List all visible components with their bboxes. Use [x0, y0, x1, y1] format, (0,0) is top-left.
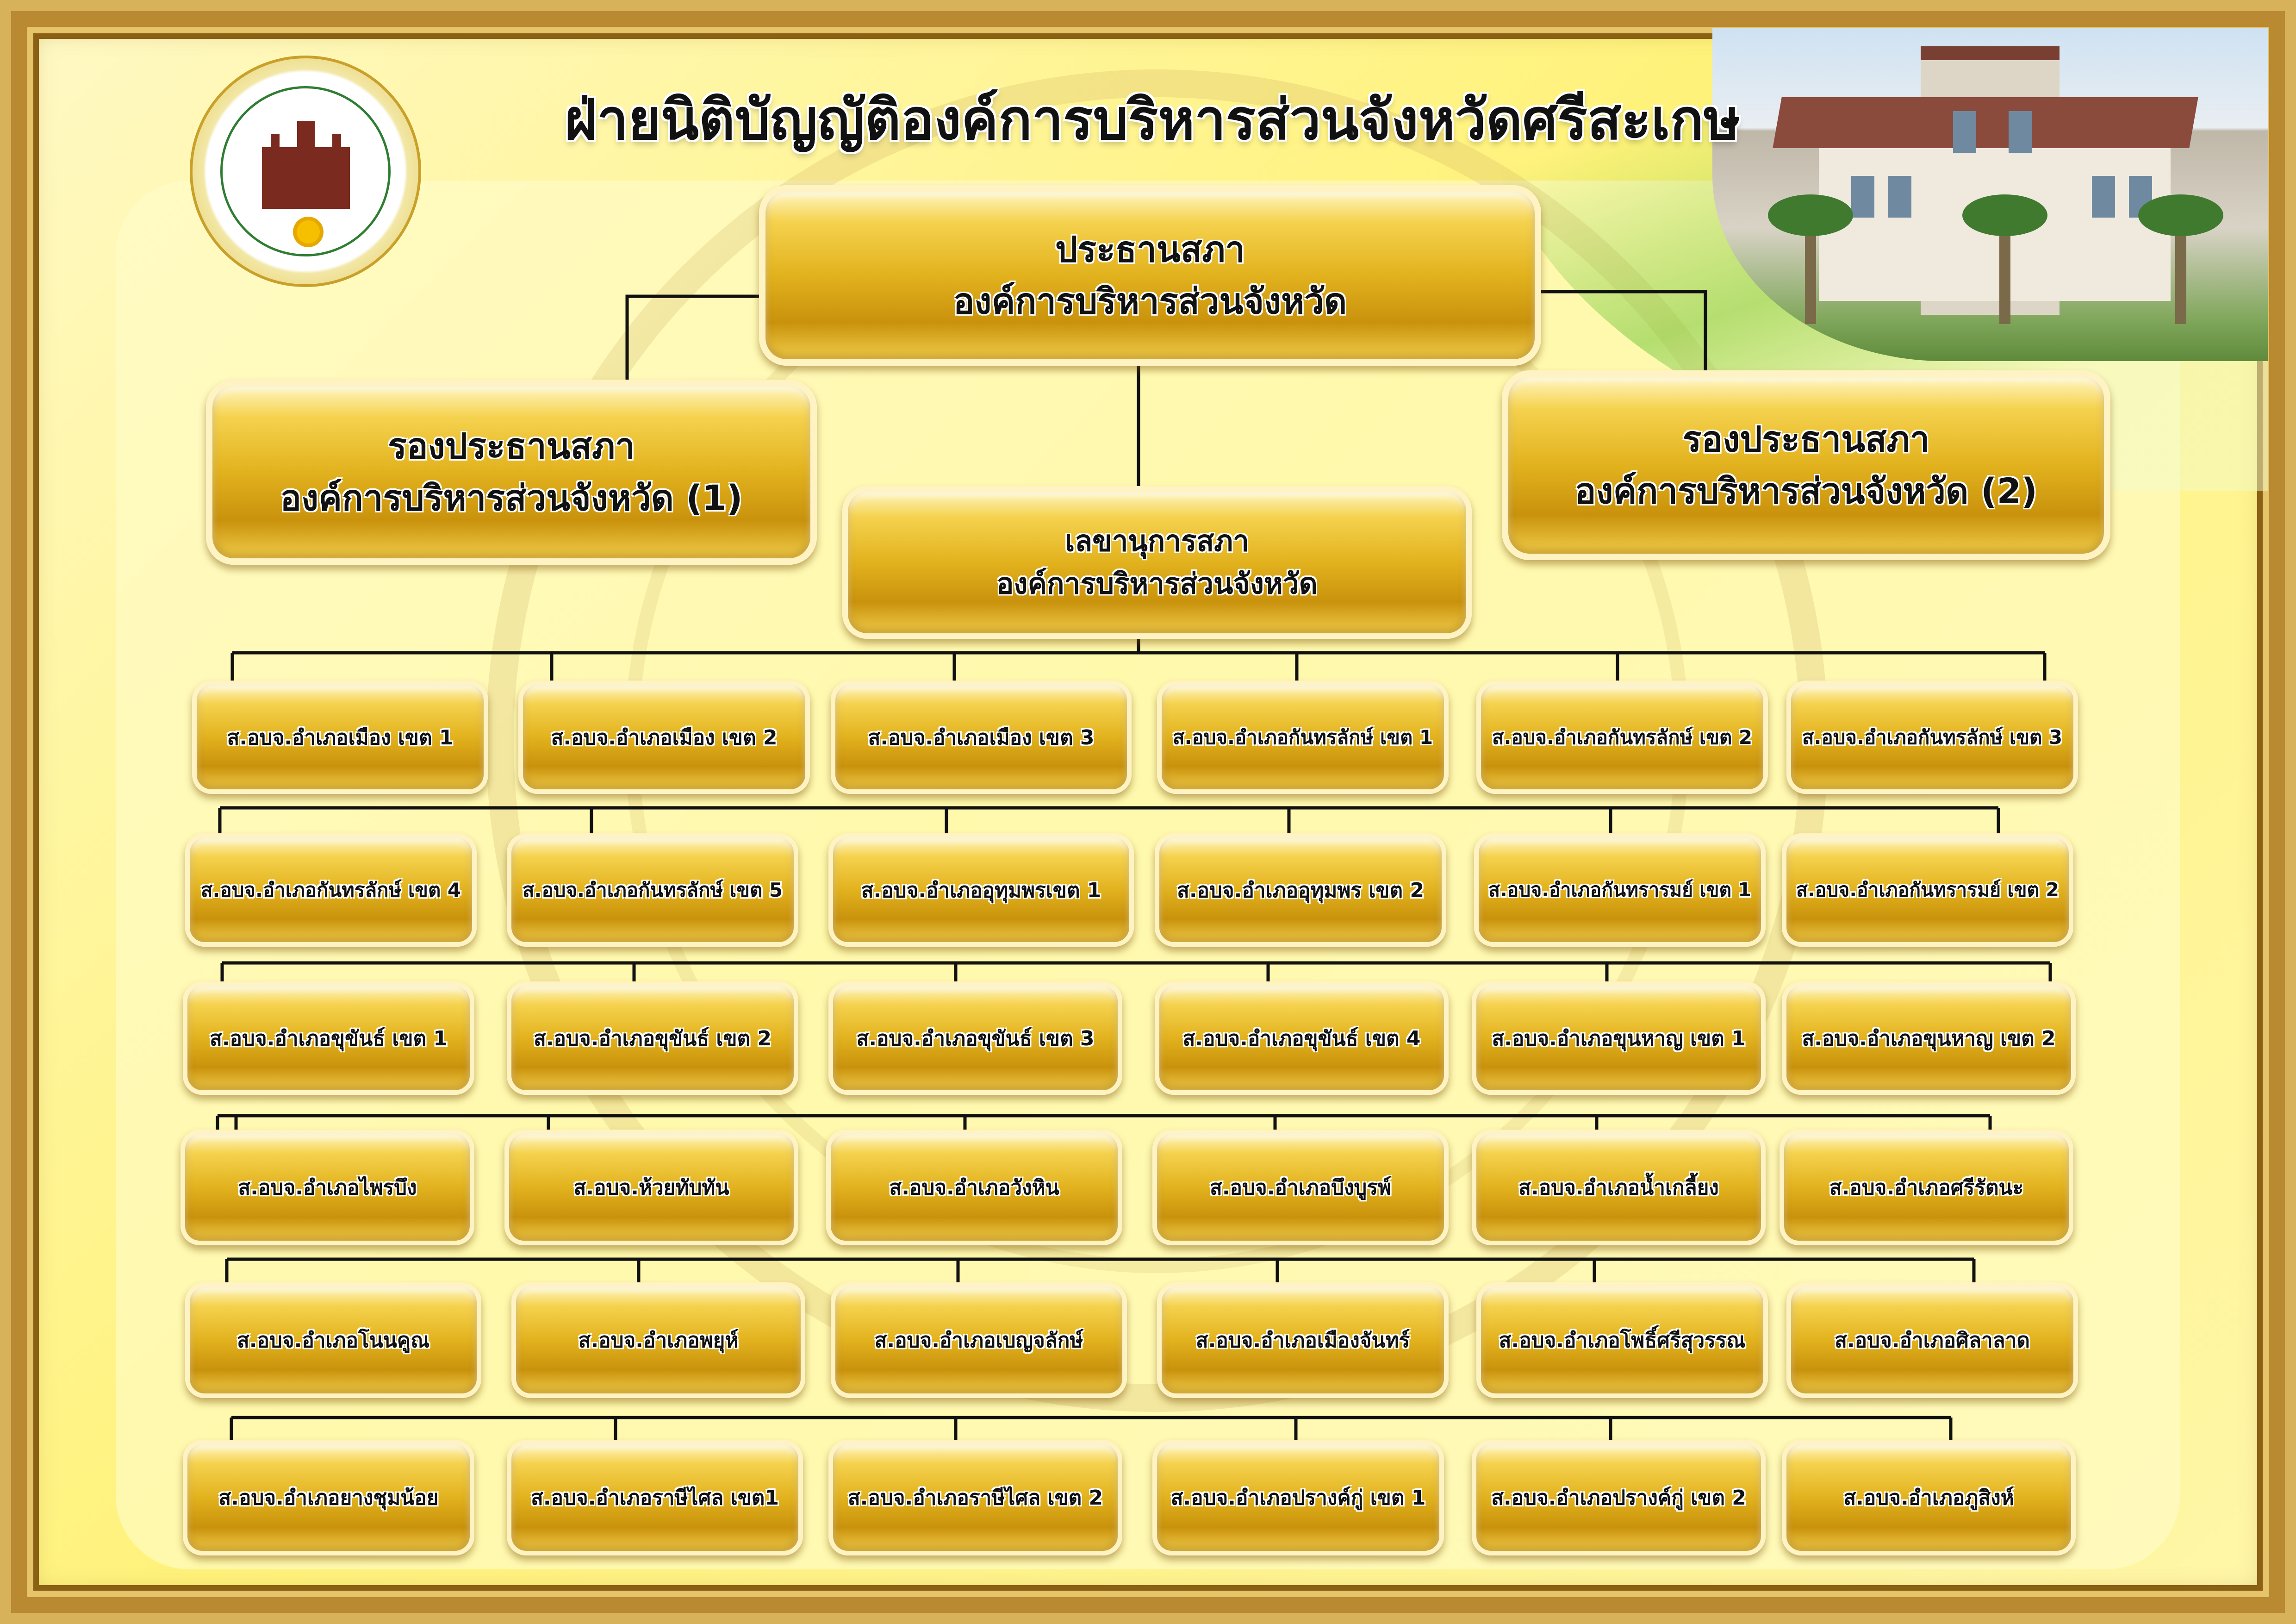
member-label: ส.อบจ.อำเภอเมือง เขต 3: [868, 725, 1095, 750]
member-label: ส.อบจ.อำเภออุทุมพร เขต 2: [1176, 878, 1425, 902]
member-box: ส.อบจ.อำเภออุทุมพร เขต 2: [1155, 833, 1446, 947]
member-box: ส.อบจ.อำเภอกันทรลักษ์ เขต 5: [507, 833, 798, 947]
member-box: ส.อบจ.อำเภอกันทรลักษ์ เขต 3: [1786, 681, 2078, 794]
member-label: ส.อบจ.อำเภอขุนหาญ เขต 2: [1802, 1026, 2056, 1050]
member-label: ส.อบจ.อำเภอศิลาลาด: [1835, 1329, 2030, 1352]
member-label: ส.อบจ.อำเภอเมืองจันทร์: [1195, 1329, 1410, 1352]
member-label: ส.อบจ.อำเภอกันทรลักษ์ เขต 5: [522, 878, 783, 901]
member-box: ส.อบจ.อำเภอศิลาลาด: [1786, 1282, 2078, 1398]
member-box: ส.อบจ.อำเภอขุนหาญ เขต 1: [1472, 981, 1766, 1095]
member-box: ส.อบจ.อำเภอภูสิงห์: [1782, 1440, 2076, 1555]
member-box: ส.อบจ.อำเภอวังหิน: [826, 1130, 1122, 1245]
member-box: ส.อบจ.อำเภอศรีรัตนะ: [1780, 1130, 2073, 1245]
member-box: ส.อบจ.อำเภอขุขันธ์ เขต 4: [1155, 981, 1449, 1095]
member-label: ส.อบจ.อำเภอศรีรัตนะ: [1829, 1176, 2024, 1199]
member-label: ส.อบจ.อำเภอกันทรารมย์ เขต 2: [1796, 879, 2059, 901]
member-label: ส.อบจ.อำเภอบึงบูรพ์: [1209, 1176, 1391, 1199]
member-label: ส.อบจ.อำเภอราษีไศล เขต1: [530, 1486, 779, 1510]
member-label: ส.อบจ.อำเภอกันทรารมย์ เขต 1: [1488, 879, 1751, 901]
sisaket-pao-logo: [190, 56, 421, 287]
member-box: ส.อบจ.อำเภอไพรบึง: [180, 1130, 474, 1245]
flower-icon: [297, 220, 320, 244]
member-box: ส.อบจ.อำเภอขุขันธ์ เขต 1: [183, 981, 474, 1095]
vice-chair-1-box: รองประธานสภา องค์การบริหารส่วนจังหวัด (1…: [206, 380, 817, 565]
member-label: ส.อบจ.อำเภอขุขันธ์ เขต 4: [1182, 1026, 1421, 1050]
member-box: ส.อบจ.อำเภอกันทรลักษ์ เขต 4: [185, 833, 477, 947]
member-box: ส.อบจ.อำเภอโพธิ์ศรีสุวรรณ: [1476, 1282, 1768, 1398]
member-label: ส.อบจ.อำเภอภูสิงห์: [1843, 1486, 2014, 1510]
member-label: ส.อบจ.อำเภอไพรบึง: [238, 1176, 417, 1199]
vice-chair-2-org: องค์การบริหารส่วนจังหวัด (2): [1574, 470, 2038, 512]
member-box: ส.อบจ.อำเภอเมือง เขต 2: [518, 681, 810, 794]
member-box: ส.อบจ.อำเภอขุขันธ์ เขต 2: [507, 981, 798, 1095]
member-box: ส.อบจ.อำเภอเมืองจันทร์: [1157, 1282, 1449, 1398]
chairman-box: ประธานสภา องค์การบริหารส่วนจังหวัด: [759, 185, 1541, 366]
member-label: ส.อบจ.อำเภอเมือง เขต 2: [551, 725, 778, 750]
secretary-org: องค์การบริหารส่วนจังหวัด: [996, 567, 1318, 600]
secretary-box: เลขานุการสภา องค์การบริหารส่วนจังหวัด: [842, 486, 1472, 639]
member-box: ส.อบจ.อำเภอยางชุมน้อย: [183, 1440, 474, 1555]
vice-chair-1-title: รองประธานสภา: [388, 425, 635, 467]
chairman-org: องค์การบริหารส่วนจังหวัด: [953, 281, 1347, 322]
member-label: ส.อบจ.อำเภอปรางค์กู่ เขต 1: [1170, 1486, 1426, 1510]
member-box: ส.อบจ.ห้วยทับทัน: [504, 1130, 798, 1245]
secretary-title: เลขานุการสภา: [1065, 524, 1249, 558]
member-label: ส.อบจ.อำเภอขุขันธ์ เขต 2: [533, 1026, 772, 1050]
member-label: ส.อบจ.อำเภอกันทรลักษ์ เขต 3: [1802, 725, 2063, 749]
member-box: ส.อบจ.อำเภออุทุมพรเขต 1: [828, 833, 1134, 947]
member-label: ส.อบจ.อำเภอขุขันธ์ เขต 1: [209, 1026, 448, 1050]
vice-chair-2-title: รองประธานสภา: [1682, 418, 1930, 460]
member-label: ส.อบจ.อำเภอกันทรลักษ์ เขต 1: [1172, 725, 1433, 749]
member-box: ส.อบจ.อำเภอกันทรลักษ์ เขต 1: [1157, 681, 1449, 794]
office-building-photo: [1712, 28, 2268, 361]
page-title: ฝ่ายนิติบัญญัติองค์การบริหารส่วนจังหวัดศ…: [564, 88, 1741, 152]
member-box: ส.อบจ.อำเภอกันทรลักษ์ เขต 2: [1476, 681, 1768, 794]
member-box: ส.อบจ.อำเภอเมือง เขต 3: [831, 681, 1132, 794]
member-label: ส.อบจ.อำเภอขุนหาญ เขต 1: [1492, 1026, 1746, 1050]
castle-icon: [262, 121, 350, 209]
member-box: ส.อบจ.อำเภอขุนหาญ เขต 2: [1782, 981, 2076, 1095]
member-box: ส.อบจ.อำเภอพยุห์: [511, 1282, 805, 1398]
member-box: ส.อบจ.อำเภอขุขันธ์ เขต 3: [828, 981, 1122, 1095]
member-label: ส.อบจ.อำเภอโนนคูณ: [236, 1329, 430, 1352]
member-box: ส.อบจ.อำเภอบึงบูรพ์: [1152, 1130, 1449, 1245]
vice-chair-1-org: องค์การบริหารส่วนจังหวัด (1): [280, 477, 743, 518]
member-box: ส.อบจ.อำเภอเมือง เขต 1: [192, 681, 488, 794]
member-box: ส.อบจ.อำเภอราษีไศล เขต1: [507, 1440, 803, 1555]
member-label: ส.อบจ.อำเภอราษีไศล เขต 2: [847, 1486, 1103, 1510]
member-label: ส.อบจ.อำเภอพยุห์: [578, 1329, 739, 1352]
member-label: ส.อบจ.อำเภอยางชุมน้อย: [218, 1486, 439, 1510]
member-box: ส.อบจ.อำเภอโนนคูณ: [185, 1282, 481, 1398]
member-box: ส.อบจ.อำเภอปรางค์กู่ เขต 1: [1152, 1440, 1444, 1555]
member-box: ส.อบจ.อำเภอราษีไศล เขต 2: [828, 1440, 1122, 1555]
member-box: ส.อบจ.อำเภอเบญจลักษ์: [831, 1282, 1127, 1398]
vice-chair-2-box: รองประธานสภา องค์การบริหารส่วนจังหวัด (2…: [1502, 370, 2110, 560]
member-box: ส.อบจ.อำเภอกันทรารมย์ เขต 1: [1474, 833, 1766, 947]
member-label: ส.อบจ.อำเภอวังหิน: [889, 1176, 1059, 1199]
chairman-title: ประธานสภา: [1055, 229, 1245, 270]
member-label: ส.อบจ.อำเภอเมือง เขต 1: [227, 725, 454, 750]
member-box: ส.อบจ.อำเภอน้ำเกลี้ยง: [1472, 1130, 1766, 1245]
member-label: ส.อบจ.อำเภอเบญจลักษ์: [874, 1329, 1083, 1352]
member-label: ส.อบจ.อำเภอน้ำเกลี้ยง: [1518, 1176, 1719, 1199]
member-label: ส.อบจ.อำเภอขุขันธ์ เขต 3: [856, 1026, 1095, 1050]
member-label: ส.อบจ.อำเภออุทุมพรเขต 1: [861, 878, 1101, 902]
member-box: ส.อบจ.อำเภอกันทรารมย์ เขต 2: [1782, 833, 2073, 947]
member-label: ส.อบจ.อำเภอปรางค์กู่ เขต 2: [1491, 1486, 1746, 1510]
member-label: ส.อบจ.ห้วยทับทัน: [573, 1176, 729, 1199]
member-label: ส.อบจ.อำเภอโพธิ์ศรีสุวรรณ: [1499, 1329, 1746, 1352]
member-box: ส.อบจ.อำเภอปรางค์กู่ เขต 2: [1472, 1440, 1766, 1555]
member-label: ส.อบจ.อำเภอกันทรลักษ์ เขต 2: [1492, 725, 1753, 749]
member-label: ส.อบจ.อำเภอกันทรลักษ์ เขต 4: [200, 878, 461, 901]
